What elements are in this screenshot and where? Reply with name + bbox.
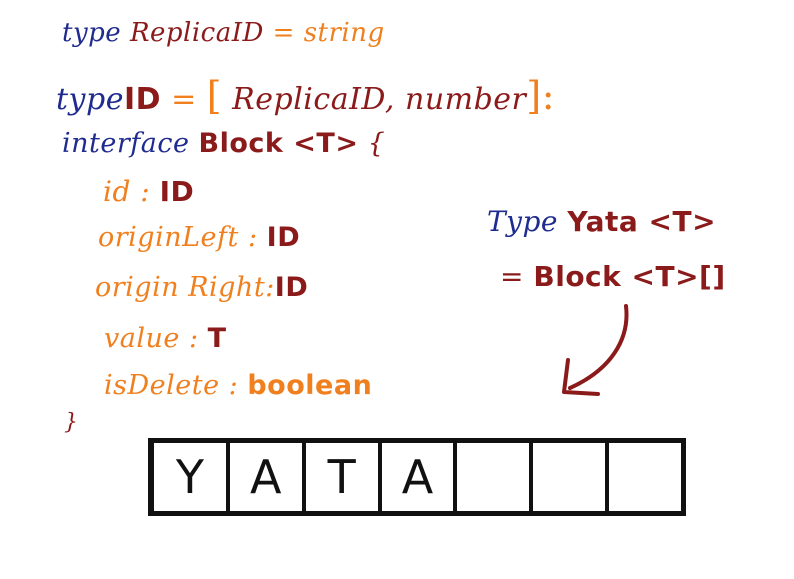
equals-sign: = (500, 260, 524, 293)
open-bracket: [ (206, 74, 223, 118)
field-colon: : (140, 175, 151, 208)
yata-definition: Block <T>[] (533, 260, 726, 293)
field-name: originLeft (98, 222, 239, 253)
open-brace: { (367, 128, 386, 159)
array-cell (609, 443, 681, 511)
type-keyword: type (62, 18, 122, 48)
field-type: ID (266, 222, 301, 253)
field-type: ID (159, 175, 195, 208)
array-cell (457, 443, 534, 511)
equals-sign: = (171, 82, 197, 117)
yata-definition-line: = Block <T>[] (500, 260, 726, 293)
replicaid-name: ReplicaID (129, 18, 264, 48)
type-keyword: type (56, 82, 124, 117)
field-originleft: originLeft : ID (98, 222, 300, 253)
number-type: number (405, 82, 527, 117)
type-keyword: Type (487, 205, 558, 238)
field-originright: origin Right:ID (95, 272, 308, 303)
yata-type-line: Type Yata <T> (487, 205, 716, 238)
interface-keyword: interface (62, 128, 190, 159)
id-name: ID (123, 82, 162, 117)
block-name: Block <T> (198, 128, 359, 159)
field-name: id (103, 175, 131, 208)
field-isdelete: isDelete : boolean (104, 370, 372, 401)
array-cell: A (382, 443, 458, 511)
close-brace: } (64, 410, 79, 435)
equals-sign: = (272, 18, 295, 48)
field-colon: : (247, 222, 258, 253)
arrow-icon (562, 304, 629, 396)
close-bracket: ]: (526, 74, 556, 118)
interface-block-line: interface Block <T> { (62, 128, 385, 159)
field-name: value (104, 323, 180, 354)
array-cell: T (306, 443, 382, 511)
array-cell (533, 443, 610, 511)
yata-array: Y A T A (148, 438, 686, 516)
field-type: T (207, 323, 227, 354)
field-value: value : T (104, 323, 227, 354)
replicaid-ref: ReplicaID, (232, 82, 395, 117)
field-colon: : (188, 323, 199, 354)
field-name: isDelete (104, 370, 220, 401)
field-type: ID (274, 272, 309, 303)
field-type: boolean (247, 370, 373, 401)
field-colon: : (265, 272, 275, 303)
yata-name: Yata <T> (567, 205, 717, 238)
field-colon: : (228, 370, 239, 401)
array-cell: A (230, 443, 306, 511)
string-type: string (303, 18, 385, 48)
field-name: origin Right (95, 272, 266, 303)
array-cell: Y (154, 443, 230, 511)
type-replicaid-line: type ReplicaID = string (62, 18, 385, 48)
type-id-line: typeID = [ ReplicaID, number]: (56, 74, 555, 118)
field-id: id : ID (103, 175, 194, 208)
